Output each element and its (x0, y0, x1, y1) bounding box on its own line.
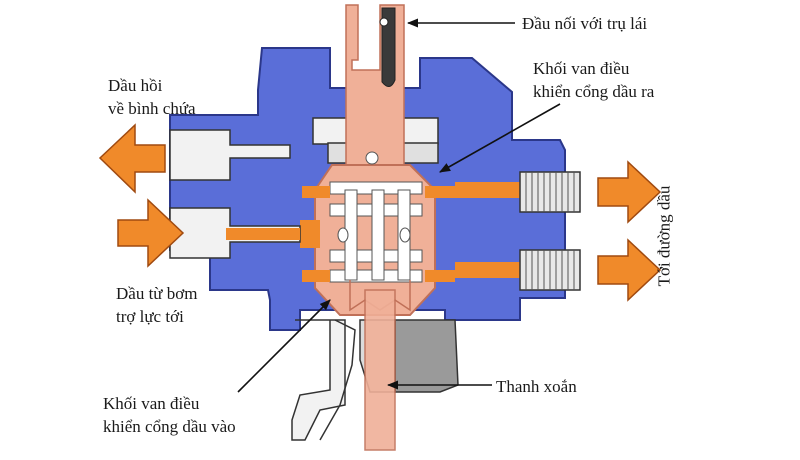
callout-outlet-valve (439, 103, 561, 173)
label-inlet-valve-line1: Khối van điều (103, 394, 200, 413)
flow-arrows (98, 123, 662, 302)
left-fittings (169, 129, 301, 259)
rotary-valve-spool (314, 151, 436, 451)
label-inlet-valve-line2: khiển cổng dầu vào (103, 417, 236, 436)
outlet-arrow-lower (597, 238, 662, 302)
label-return-oil-line2: về bình chứa (108, 99, 196, 118)
label-to-cylinder-text: Tới đường dầu (654, 185, 674, 287)
input-shaft (345, 4, 405, 166)
right-fittings (519, 171, 581, 291)
label-outlet-valve-line2: khiển cổng dầu ra (533, 82, 655, 101)
callout-lines (237, 18, 561, 393)
label-return-oil: Dầu hồi về bình chứa (108, 74, 196, 120)
lower-casing (291, 319, 459, 441)
label-torsion-bar-text: Thanh xoắn (496, 377, 577, 396)
label-outlet-valve-line1: Khối van điều (533, 59, 630, 78)
outlet-arrow-upper (597, 160, 662, 224)
label-torsion-bar: Thanh xoắn (496, 375, 577, 398)
label-steering-connector-text: Đầu nối với trụ lái (522, 14, 648, 33)
label-pump-oil-line2: trợ lực tới (116, 307, 184, 326)
label-pump-oil: Dầu từ bơm trợ lực tới (116, 282, 197, 328)
label-to-cylinder: Tới đường dầu (653, 186, 676, 287)
label-outlet-valve: Khối van điều khiển cổng dầu ra (533, 57, 654, 103)
label-return-oil-line1: Dầu hồi (108, 76, 163, 95)
callout-inlet-valve (237, 299, 331, 393)
pump-arrow (117, 198, 185, 268)
label-steering-connector: Đầu nối với trụ lái (522, 12, 647, 35)
return-arrow (98, 123, 166, 194)
label-pump-oil-line1: Dầu từ bơm (116, 284, 198, 303)
label-inlet-valve: Khối van điều khiển cổng dầu vào (103, 392, 236, 438)
